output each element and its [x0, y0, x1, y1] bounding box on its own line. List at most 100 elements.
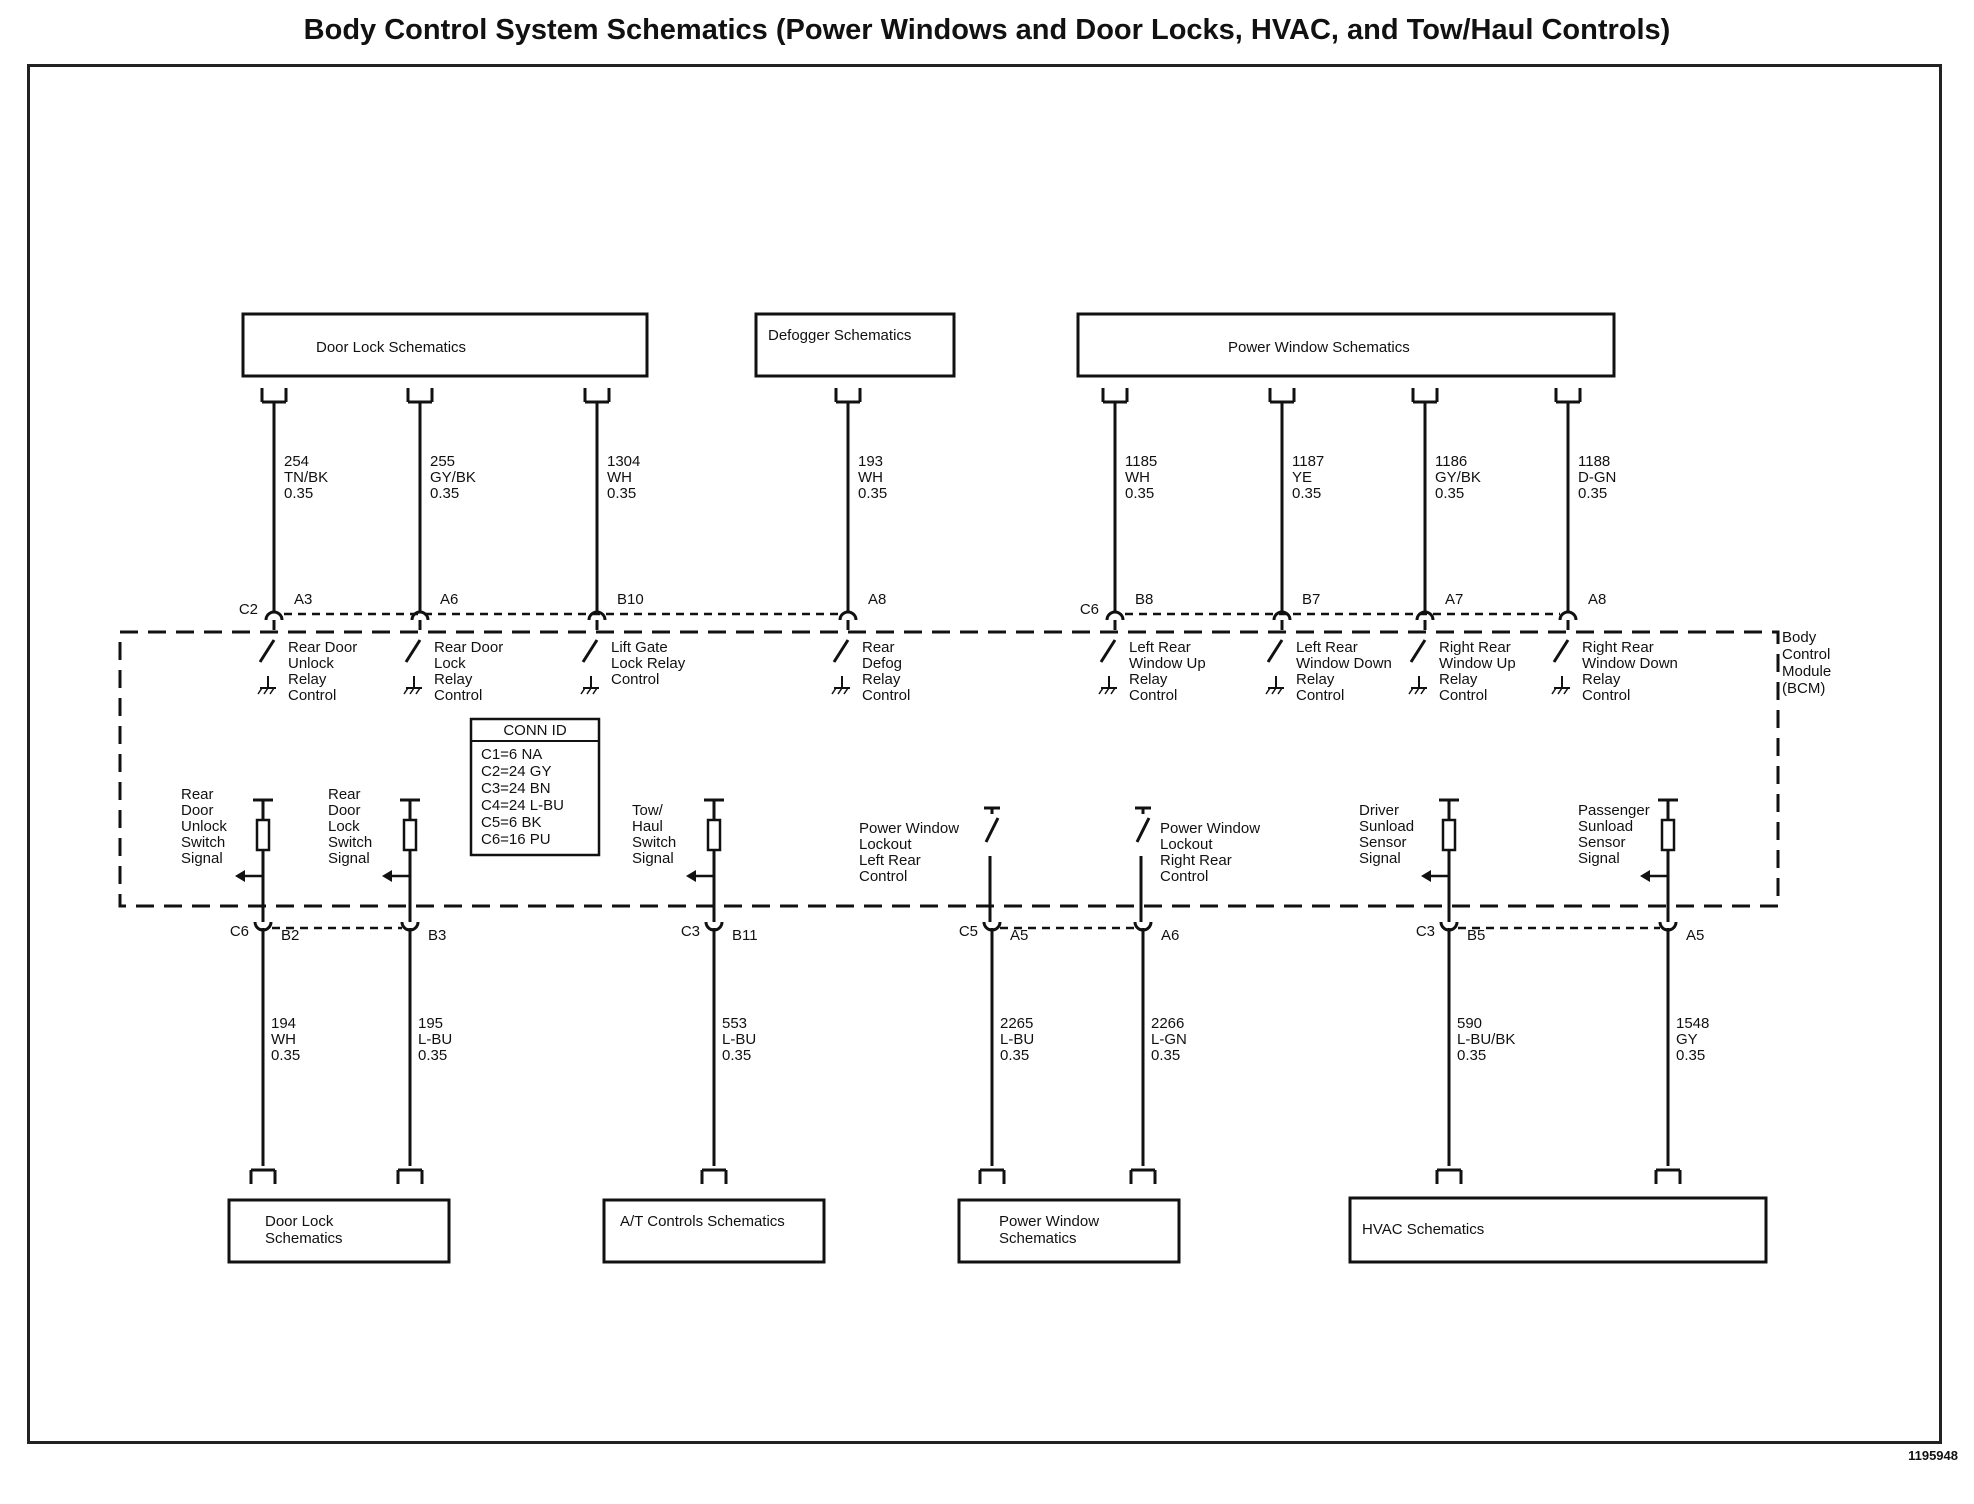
signal-label: Unlock — [181, 818, 227, 835]
relay-control-label: Unlock — [288, 655, 334, 672]
ground-hatch — [1420, 687, 1426, 695]
pullup-resistor — [402, 818, 418, 852]
conn-id-row: C5=6 BK — [481, 814, 541, 831]
ground-hatch — [580, 687, 586, 695]
wire-spec-label: 1186 — [1435, 453, 1467, 470]
bcm-module-boundary — [118, 630, 1780, 908]
relay-control-label: Window Down — [1296, 655, 1392, 672]
relay-switch-blade — [258, 639, 276, 663]
conn-id-row: C6=16 PU — [481, 831, 551, 848]
conn-id-row: C4=24 L-BU — [481, 797, 564, 814]
terminal-connector — [583, 388, 611, 404]
wire-spec-label: 1304 — [607, 453, 640, 470]
terminal-connector — [1268, 388, 1296, 404]
pin-label: B8 — [1135, 591, 1153, 608]
wire-spec-label: 0.35 — [1457, 1047, 1486, 1064]
wire-spec-label: 0.35 — [1000, 1047, 1029, 1064]
connector-pin-arc — [264, 610, 284, 621]
signal-label: Driver — [1359, 802, 1399, 819]
conn-id-row: C3=24 BN — [481, 780, 551, 797]
connector-id-label: C2 — [239, 601, 258, 618]
conn-id-row: C1=6 NA — [481, 746, 542, 763]
relay-control-label: Rear — [862, 639, 895, 656]
relay-control-label: Relay — [1582, 671, 1621, 688]
wire-spec-label: WH — [271, 1031, 296, 1048]
signal-label: Signal — [181, 850, 223, 867]
terminal-connector — [1129, 1168, 1157, 1184]
ground-hatch — [831, 687, 837, 695]
connector-pin-arc — [1272, 610, 1292, 621]
signal-arrow-icon — [235, 870, 245, 882]
switch-blade — [1135, 817, 1151, 843]
relay-control-label: Left Rear — [1129, 639, 1191, 656]
ground-icon — [1551, 676, 1570, 695]
relay-switch-blade — [404, 639, 422, 663]
lockout-label: Control — [859, 868, 907, 885]
connector-pin-arc — [1558, 610, 1578, 621]
relay-control-label: Window Up — [1129, 655, 1206, 672]
wire-spec-label: 2265 — [1000, 1015, 1033, 1032]
box-label: Door Lock Schematics — [316, 339, 466, 356]
relay-control-label: Defog — [862, 655, 902, 672]
connector-pin-arc — [838, 610, 858, 621]
wire-spec-label: L-BU — [418, 1031, 452, 1048]
relay-switch-blade — [581, 639, 599, 663]
box-label: Schematics — [999, 1230, 1077, 1247]
relay-control-label: Window Down — [1582, 655, 1678, 672]
box-label: Power Window — [999, 1213, 1099, 1230]
relay-control-label: Relay — [1129, 671, 1168, 688]
wire-spec-label: 254 — [284, 453, 309, 470]
ground-icon — [1098, 676, 1117, 695]
relay-control-label: Relay — [1296, 671, 1335, 688]
connector-id-label: C3 — [1416, 923, 1435, 940]
pin-label: A5 — [1686, 927, 1704, 944]
ground-hatch — [1110, 687, 1116, 695]
relay-control-label: Control — [611, 671, 659, 688]
pin-label: B3 — [428, 927, 446, 944]
signal-label: Haul — [632, 818, 663, 835]
ground-hatch — [1265, 687, 1271, 695]
ground-hatch — [415, 687, 421, 695]
wire-spec-label: 0.35 — [1125, 485, 1154, 502]
lockout-label: Power Window — [859, 820, 959, 837]
connector-id-label: C3 — [681, 923, 700, 940]
ground-hatch — [592, 687, 598, 695]
signal-label: Rear — [181, 786, 214, 803]
pin-label: A6 — [440, 591, 458, 608]
signal-label: Rear — [328, 786, 361, 803]
relay-control-label: Control — [288, 687, 336, 704]
terminal-connector — [1411, 388, 1439, 404]
schematic-reference-box — [1348, 1196, 1768, 1264]
pullup-resistor — [1441, 818, 1457, 852]
ground-hatch — [263, 687, 269, 695]
schematic-reference-box — [1076, 312, 1616, 378]
relay-switch-blade — [1099, 639, 1117, 663]
wire-spec-label: 255 — [430, 453, 455, 470]
wire-spec-label: 0.35 — [1292, 485, 1321, 502]
wire-spec-label: TN/BK — [284, 469, 328, 486]
ground-hatch — [1408, 687, 1414, 695]
ground-hatch — [1098, 687, 1104, 695]
wire-spec-label: 0.35 — [271, 1047, 300, 1064]
pin-label: A8 — [868, 591, 886, 608]
connector-pin-arc — [1415, 610, 1435, 621]
ground-hatch — [1104, 687, 1110, 695]
wire-spec-label: 590 — [1457, 1015, 1482, 1032]
wire-spec-label: 0.35 — [1676, 1047, 1705, 1064]
lockout-label: Lockout — [1160, 836, 1213, 853]
pin-label: B7 — [1302, 591, 1320, 608]
ground-icon — [580, 676, 599, 695]
wire-spec-label: 1187 — [1292, 453, 1324, 470]
wire-spec-label: L-BU — [1000, 1031, 1034, 1048]
schematic-reference-box — [241, 312, 649, 378]
wire-spec-label: L-BU — [722, 1031, 756, 1048]
ground-icon — [1265, 676, 1284, 695]
ground-icon — [1408, 676, 1427, 695]
relay-control-label: Control — [1296, 687, 1344, 704]
